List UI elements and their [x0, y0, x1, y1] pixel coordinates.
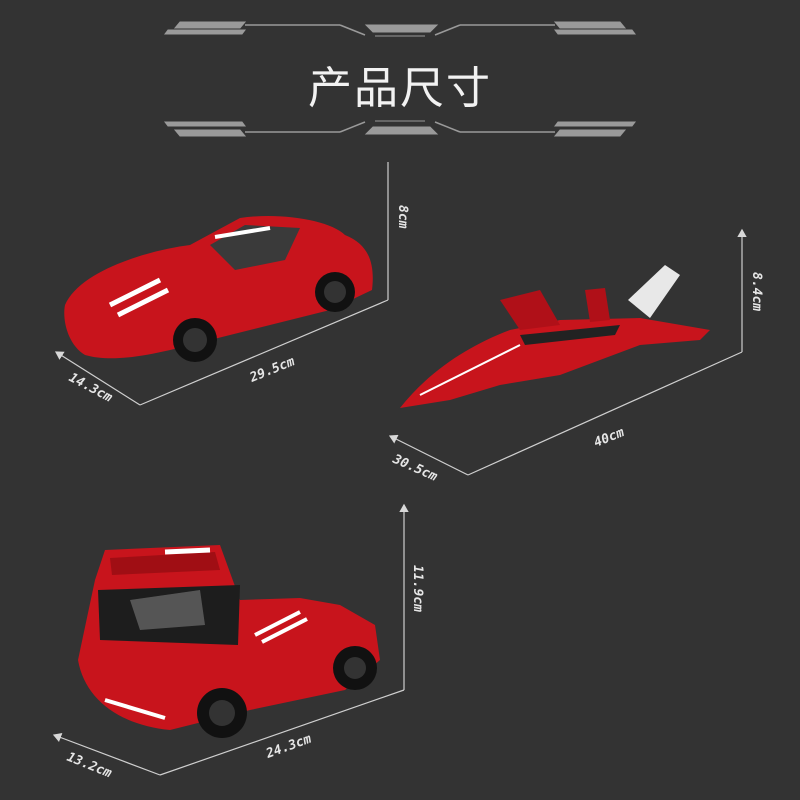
sports-car-dimensions	[54, 162, 389, 406]
truck-dimensions	[52, 503, 409, 776]
car-length-label: 29.5cm	[247, 354, 297, 386]
sports-car-model	[64, 215, 373, 362]
truck-height-label: 11.9cm	[410, 565, 425, 612]
car-width-label: 14.3cm	[66, 370, 115, 405]
jet-height-label: 8.4cm	[749, 272, 764, 311]
header-ornament-top	[164, 21, 636, 37]
jet-length-label: 40cm	[592, 425, 627, 451]
jet-dimensions	[388, 228, 747, 476]
jet-model	[400, 265, 710, 408]
truck-model	[78, 545, 380, 738]
page-title: 产品尺寸	[308, 63, 492, 114]
car-height-label: 8cm	[395, 205, 410, 229]
header-ornament-bottom	[164, 120, 636, 137]
